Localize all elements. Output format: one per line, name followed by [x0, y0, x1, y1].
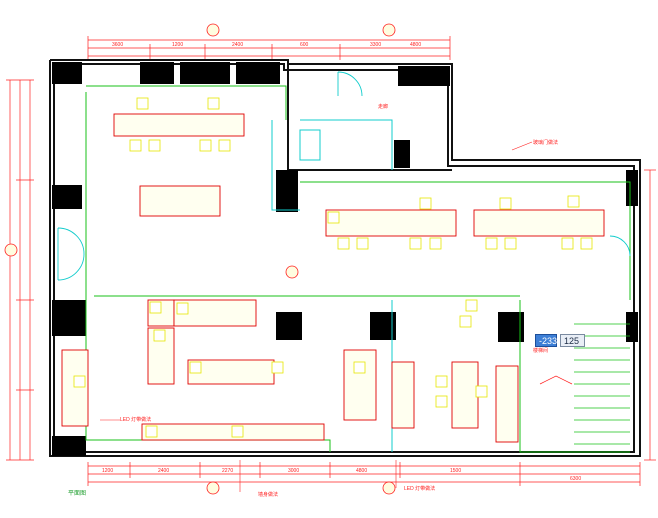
coordinate-input-y[interactable]: 125 [560, 334, 585, 347]
walls [49, 59, 641, 457]
dim-top-6: 4800 [410, 42, 421, 48]
coordinate-input-x[interactable]: -233 [535, 334, 557, 347]
axis-markers [4, 23, 396, 495]
drawing-title: 平面图 [68, 491, 87, 497]
dimension-lines [6, 36, 656, 486]
chairs [73, 97, 593, 438]
dim-top-2: 1200 [172, 42, 183, 48]
stair-label: 楼梯间 [533, 347, 548, 354]
tables [61, 113, 605, 443]
dim-bottom-6: 1500 [450, 468, 461, 474]
dim-bottom-4: 3000 [288, 468, 299, 474]
dim-bottom-3: 2270 [222, 468, 233, 474]
stair [539, 323, 630, 445]
wall-note: 墙身做法 [258, 491, 278, 498]
led-note-bottom: LED 灯带做法 [404, 485, 435, 492]
dim-bottom-1: 1200 [102, 468, 113, 474]
led-note-left: LED 灯带做法 [120, 416, 151, 423]
leader-lines [100, 141, 533, 492]
dim-top-5: 3300 [370, 42, 381, 48]
dim-top-3: 2400 [232, 42, 243, 48]
glass-note: 玻璃门做法 [533, 139, 558, 146]
dim-bottom-5: 4800 [356, 468, 367, 474]
dim-top-4: 600 [300, 42, 309, 48]
dim-bottom-2: 2400 [158, 468, 169, 474]
doors [57, 71, 631, 281]
dim-top-1: 3600 [112, 42, 123, 48]
corridor-label: 走廊 [378, 103, 388, 110]
dim-bottom-7: 6300 [570, 476, 581, 482]
